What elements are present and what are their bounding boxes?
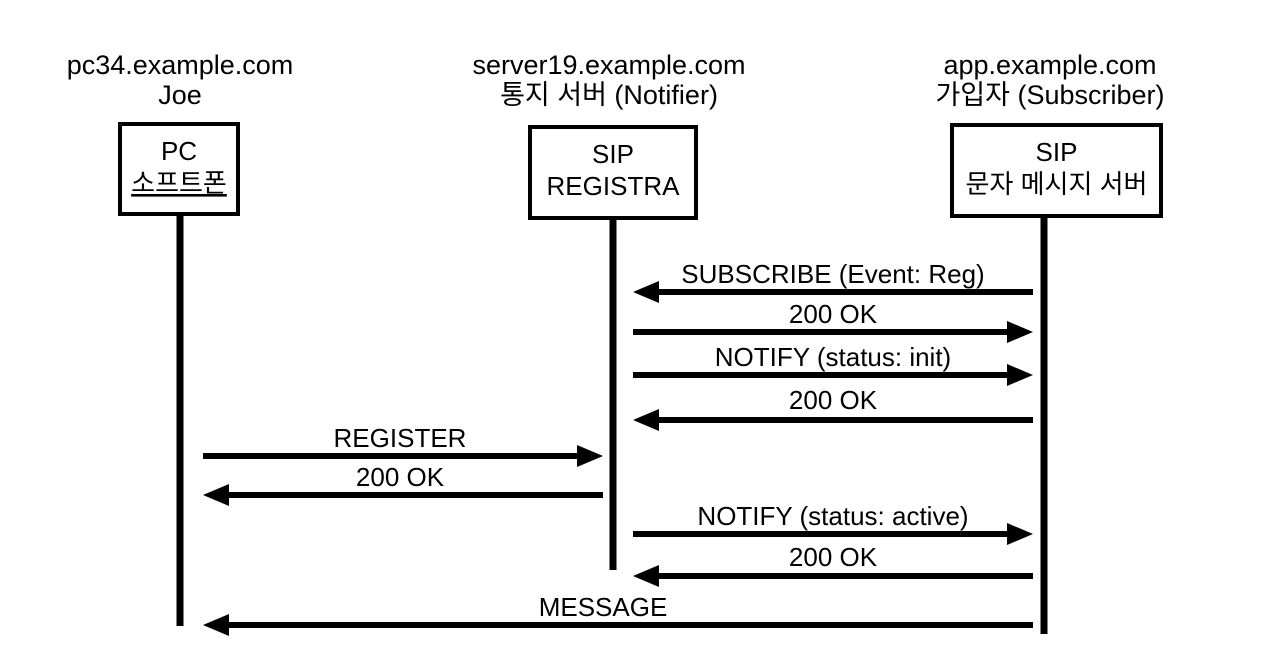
message-m6: 200 OK: [203, 462, 603, 506]
message-label-m1: SUBSCRIBE (Event: Reg): [681, 259, 984, 289]
message-label-m5: REGISTER: [334, 423, 467, 453]
message-arrowhead-m4: [633, 409, 659, 431]
actor-box-pc[interactable]: [118, 122, 240, 216]
message-arrowhead-m7: [1007, 523, 1033, 545]
message-label-m3: NOTIFY (status: init): [715, 342, 951, 372]
message-arrowhead-m9: [203, 614, 229, 636]
message-label-m2: 200 OK: [789, 299, 878, 329]
actor-header-role-registrar: 통지 서버 (Notifier): [500, 80, 718, 110]
messages-layer: SUBSCRIBE (Event: Reg) 200 OK NOTIFY (stat…: [203, 259, 1033, 636]
actor-box-line2-subscriber: 문자 메시지 서버: [966, 169, 1148, 199]
message-arrowhead-m5: [577, 445, 603, 467]
message-arrowhead-m1: [633, 281, 659, 303]
message-label-m6: 200 OK: [356, 462, 445, 492]
message-m3: NOTIFY (status: init): [633, 342, 1033, 386]
actor-box-registrar[interactable]: [528, 125, 698, 220]
message-arrowhead-m8: [633, 565, 659, 587]
message-arrowhead-m2: [1007, 321, 1033, 343]
actor-box-line1-pc: PC: [161, 136, 197, 166]
message-m1: SUBSCRIBE (Event: Reg): [633, 259, 1033, 303]
message-arrowhead-m6: [203, 484, 229, 506]
message-arrowhead-m3: [1007, 364, 1033, 386]
actor-header-host-pc: pc34.example.com: [67, 50, 294, 80]
actor-header-host-registrar: server19.example.com: [472, 50, 745, 80]
message-m9: MESSAGE: [203, 592, 1033, 636]
message-m8: 200 OK: [633, 542, 1033, 587]
actor-box-line1-subscriber: SIP: [1036, 137, 1078, 167]
actor-header-role-subscriber: 가입자 (Subscriber): [935, 80, 1164, 110]
message-label-m7: NOTIFY (status: active): [697, 501, 968, 531]
actor-box-line1-registrar: SIP: [592, 139, 634, 169]
actor-box-line2-registrar: REGISTRA: [547, 171, 681, 201]
message-label-m8: 200 OK: [789, 542, 878, 572]
actor-box-subscriber[interactable]: [950, 123, 1163, 218]
message-label-m9: MESSAGE: [539, 592, 668, 622]
message-m5: REGISTER: [203, 423, 603, 467]
actor-header-role-pc: Joe: [158, 80, 202, 110]
message-label-m4: 200 OK: [789, 385, 878, 415]
message-m2: 200 OK: [633, 299, 1033, 343]
message-m4: 200 OK: [633, 385, 1033, 431]
actor-box-line2-pc: 소프트폰: [131, 168, 227, 198]
message-m7: NOTIFY (status: active): [633, 501, 1033, 545]
actor-header-host-subscriber: app.example.com: [943, 50, 1156, 80]
